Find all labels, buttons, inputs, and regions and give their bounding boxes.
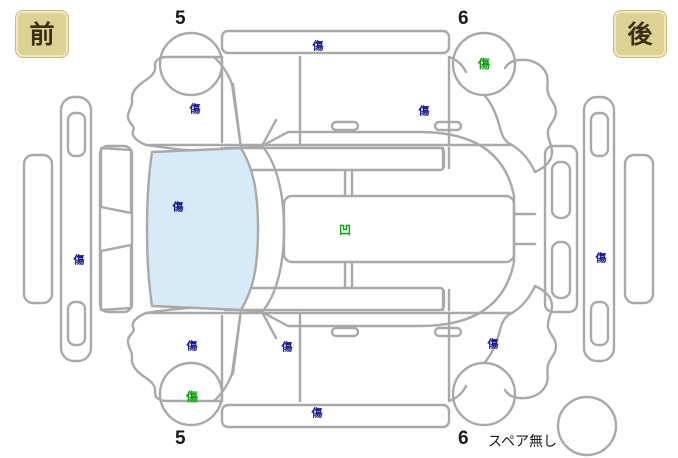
badge-rear-label: 後 (627, 19, 653, 49)
spare-tire-placeholder (556, 395, 618, 457)
damage-mark-tire-front-left: 傷 (477, 57, 491, 71)
spare-tire-note: スペア無し (488, 434, 558, 450)
damage-mark-rear-bumper: 傷 (595, 251, 607, 265)
damage-mark-tire-front-right: 傷 (185, 390, 199, 404)
axle-number-front-right: 5 (175, 428, 186, 449)
plan-view (145, 82, 537, 376)
badge-rear: 後 (614, 11, 666, 57)
damage-mark-rear-door-low: 傷 (281, 340, 293, 354)
front-view-group (22, 95, 134, 363)
damage-mark-rear-quarter-top: 傷 (418, 104, 430, 118)
damage-mark-front-fender-top: 傷 (189, 102, 201, 116)
damage-mark-front-bumper: 傷 (73, 253, 85, 267)
side-view-upper (126, 29, 558, 174)
rear-view-group (543, 95, 655, 363)
badge-front-label: 前 (29, 19, 55, 49)
damage-mark-hood: 傷 (172, 200, 184, 214)
damage-mark-rear-fender-low: 傷 (487, 337, 499, 351)
damage-mark-rocker-bottom: 傷 (311, 406, 323, 420)
axle-number-rear-right: 6 (458, 428, 469, 449)
axle-number-rear-left: 6 (458, 8, 469, 29)
damage-mark-roof-strip-top: 傷 (312, 39, 324, 53)
damage-mark-front-door-low: 傷 (186, 339, 198, 353)
axle-number-front-left: 5 (175, 8, 186, 29)
tires-group (158, 31, 618, 457)
damage-mark-roof-center: 凹 (338, 223, 352, 237)
badge-front: 前 (16, 11, 68, 57)
